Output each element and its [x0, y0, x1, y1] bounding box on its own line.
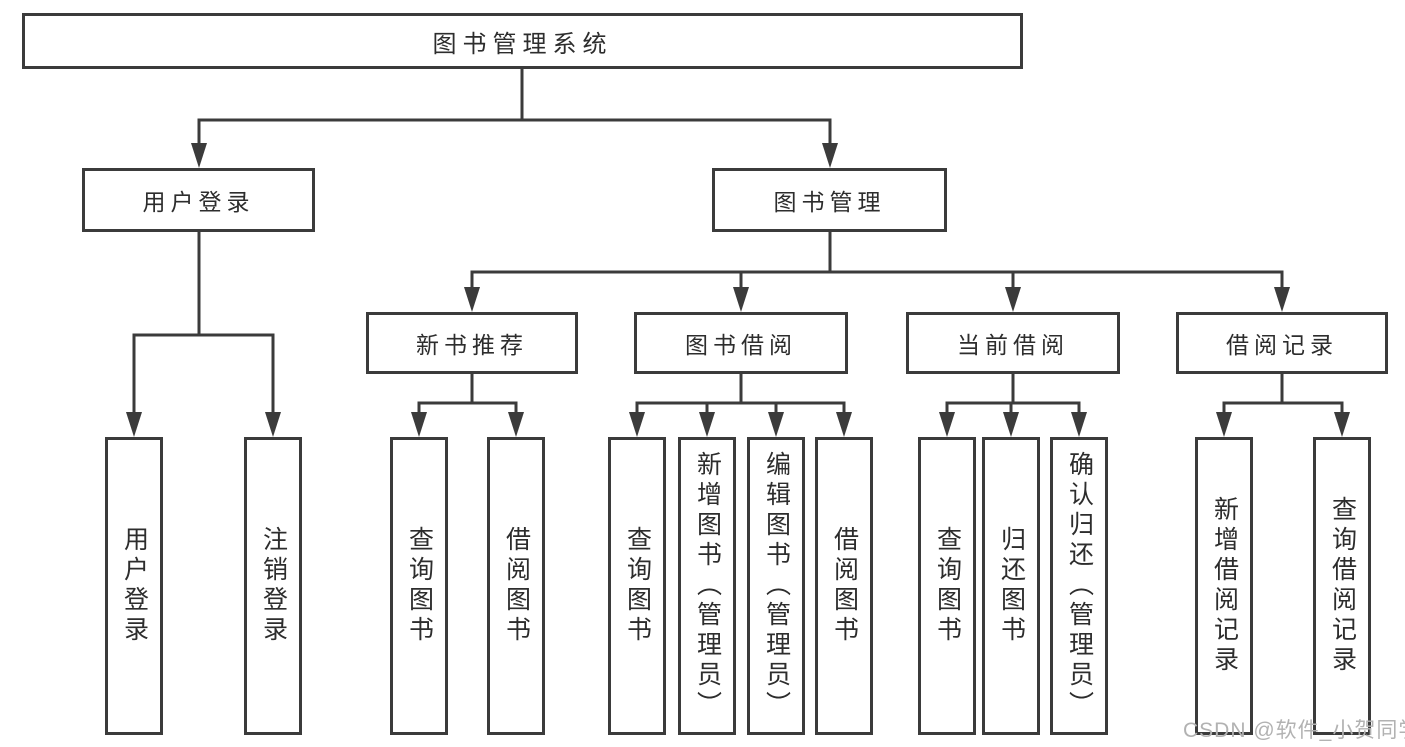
leaf-borrow-borrow-books: 借阅图书: [815, 437, 873, 735]
arrowhead: [629, 412, 645, 437]
arrowhead: [822, 143, 838, 168]
leaf-records-query-record-label: 查询借阅记录: [1328, 496, 1357, 676]
arrowhead: [1003, 412, 1019, 437]
arrowhead: [733, 287, 749, 312]
arrowhead: [939, 412, 955, 437]
leaf-newbooks-borrow-books: 借阅图书: [487, 437, 545, 735]
arrowhead: [411, 412, 427, 437]
leaf-current-confirm-return-admin-label: 确认归还（管理员）: [1065, 451, 1094, 721]
arrowhead: [699, 412, 715, 437]
leaf-current-query-books: 查询图书: [918, 437, 976, 735]
leaf-logout-label: 注销登录: [259, 526, 288, 646]
node-current-borrowing: 当前借阅: [906, 312, 1120, 374]
leaf-logout: 注销登录: [244, 437, 302, 735]
node-root-library-system: 图书管理系统: [22, 13, 1023, 69]
csdn-watermark: CSDN @软件_小贺同学: [1183, 719, 1405, 742]
leaf-borrow-query-books: 查询图书: [608, 437, 666, 735]
arrowhead: [508, 412, 524, 437]
leaf-borrow-borrow-books-label: 借阅图书: [830, 526, 859, 646]
leaf-newbooks-query-books: 查询图书: [390, 437, 448, 735]
leaf-current-confirm-return-admin: 确认归还（管理员）: [1050, 437, 1108, 735]
leaf-records-add-record: 新增借阅记录: [1195, 437, 1253, 735]
arrowhead: [1216, 412, 1232, 437]
arrowhead: [126, 412, 142, 437]
node-user-login-branch: 用户登录: [82, 168, 315, 232]
leaf-current-return-books: 归还图书: [982, 437, 1040, 735]
arrowhead: [464, 287, 480, 312]
leaf-borrow-edit-books-admin: 编辑图书（管理员）: [747, 437, 805, 735]
arrowhead: [191, 143, 207, 168]
leaf-current-query-books-label: 查询图书: [933, 526, 962, 646]
node-new-book-recommend: 新书推荐: [366, 312, 578, 374]
leaf-records-query-record: 查询借阅记录: [1313, 437, 1371, 735]
arrowhead: [1334, 412, 1350, 437]
node-book-borrowing: 图书借阅: [634, 312, 848, 374]
leaf-newbooks-borrow-books-label: 借阅图书: [502, 526, 531, 646]
leaf-user-login-label: 用户登录: [120, 526, 149, 646]
arrowhead: [1005, 287, 1021, 312]
leaf-borrow-edit-books-admin-label: 编辑图书（管理员）: [762, 451, 791, 721]
node-book-management-branch: 图书管理: [712, 168, 947, 232]
arrowhead: [768, 412, 784, 437]
arrowhead: [1274, 287, 1290, 312]
leaf-newbooks-query-books-label: 查询图书: [405, 526, 434, 646]
leaf-user-login: 用户登录: [105, 437, 163, 735]
leaf-current-return-books-label: 归还图书: [997, 526, 1026, 646]
leaf-records-add-record-label: 新增借阅记录: [1210, 496, 1239, 676]
leaf-borrow-query-books-label: 查询图书: [623, 526, 652, 646]
leaf-borrow-add-books-admin: 新增图书（管理员）: [678, 437, 736, 735]
node-borrowing-records: 借阅记录: [1176, 312, 1388, 374]
arrowhead: [836, 412, 852, 437]
arrowhead: [265, 412, 281, 437]
arrowhead: [1071, 412, 1087, 437]
leaf-borrow-add-books-admin-label: 新增图书（管理员）: [693, 451, 722, 721]
